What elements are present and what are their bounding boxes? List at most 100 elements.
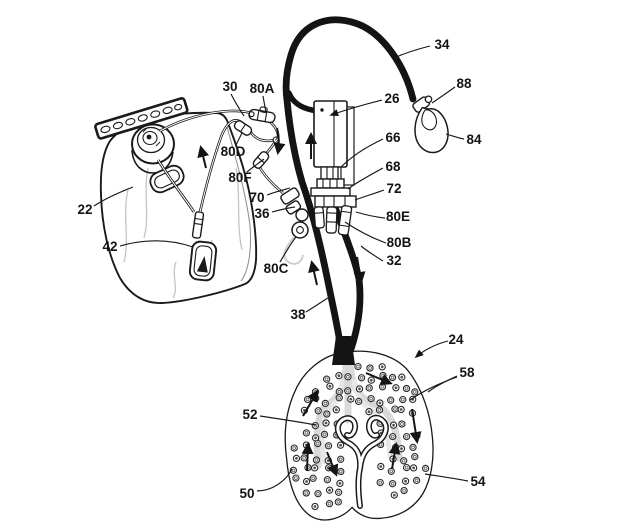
pad-hole-center bbox=[393, 407, 397, 411]
pad-hole-center bbox=[314, 436, 317, 440]
pad-hole-center bbox=[328, 384, 332, 388]
pad-hole bbox=[314, 407, 322, 415]
label-72: 72 bbox=[386, 181, 401, 196]
bag-flap bbox=[149, 164, 185, 194]
pad-hole-center bbox=[379, 465, 383, 468]
pad-hole-center bbox=[339, 443, 342, 447]
pad-hole bbox=[302, 489, 310, 497]
label-26: 26 bbox=[384, 91, 400, 106]
valve-band-66-ribs bbox=[322, 179, 338, 188]
label-32: 32 bbox=[386, 253, 401, 268]
pad-hole-center bbox=[400, 422, 404, 426]
pad-hole-center bbox=[316, 491, 320, 496]
arch-tube-34 bbox=[282, 16, 417, 360]
flow-arrow-pad-right-down bbox=[353, 256, 366, 284]
leader-30 bbox=[230, 93, 245, 117]
label-80A: 80A bbox=[250, 81, 275, 96]
flow-arrow-pad-left-up bbox=[308, 260, 320, 286]
label-58: 58 bbox=[459, 365, 475, 380]
pad-hole-center bbox=[324, 412, 329, 416]
pad-hole bbox=[365, 384, 373, 392]
label-42: 42 bbox=[102, 239, 117, 254]
label-80D: 80D bbox=[221, 144, 246, 159]
flow-arrow bbox=[365, 372, 393, 386]
leader-22 bbox=[93, 186, 134, 207]
leader-70 bbox=[266, 187, 291, 196]
leader-42 bbox=[119, 240, 194, 248]
connector-ring bbox=[424, 95, 433, 104]
pad-hole bbox=[314, 439, 322, 448]
pad-hole bbox=[387, 467, 395, 475]
pad-hole-center bbox=[322, 432, 327, 437]
label-36: 36 bbox=[254, 206, 270, 221]
pad-hole-center bbox=[378, 480, 383, 485]
pad-hole-center bbox=[325, 477, 330, 482]
connector-bands bbox=[194, 217, 203, 226]
pad-hole-center bbox=[404, 479, 407, 483]
flap-inner bbox=[154, 169, 180, 189]
pad-hole bbox=[402, 432, 411, 441]
pad-hole-center bbox=[324, 421, 328, 425]
hanger-slot bbox=[162, 106, 173, 115]
pad-hole-center bbox=[380, 384, 385, 389]
pad-hole bbox=[402, 384, 411, 393]
leader-32 bbox=[360, 245, 384, 262]
leader-54 bbox=[424, 473, 469, 482]
port-80C-center bbox=[296, 226, 304, 234]
pad-hole-center bbox=[295, 457, 298, 460]
pad-hole-center bbox=[390, 434, 395, 439]
hanger-slot bbox=[137, 114, 148, 122]
dip-tube-upper-hollow bbox=[157, 159, 195, 213]
pad-hole-center bbox=[389, 469, 394, 474]
stub-band bbox=[339, 210, 352, 228]
pad-hole-center bbox=[402, 488, 406, 493]
leader-80B bbox=[344, 221, 387, 244]
stub-body bbox=[313, 206, 325, 229]
pad-hole bbox=[355, 397, 363, 406]
flow-arrow-down-valve bbox=[273, 127, 286, 155]
pad-hole-center bbox=[358, 387, 361, 391]
pad-hole bbox=[399, 395, 407, 404]
pad-hole-center bbox=[326, 459, 330, 463]
junction-ring bbox=[295, 208, 309, 222]
label-50: 50 bbox=[239, 486, 254, 501]
bulb-assembly bbox=[412, 95, 449, 154]
bulb-inner-loop bbox=[421, 109, 437, 131]
pad-hole-center bbox=[324, 377, 329, 382]
leader-52 bbox=[259, 415, 317, 426]
cap-hatch bbox=[142, 127, 161, 147]
flow-arrow bbox=[409, 408, 422, 444]
pad-flow-arrows bbox=[301, 372, 422, 477]
valve-stub-80B bbox=[325, 206, 338, 234]
label-80C: 80C bbox=[264, 261, 289, 276]
leader-36 bbox=[271, 206, 296, 213]
weight-inner bbox=[193, 245, 213, 277]
pad-hole-center bbox=[404, 386, 409, 391]
label-38: 38 bbox=[290, 307, 306, 322]
bag-inner-edge bbox=[226, 126, 251, 282]
pad-hole bbox=[375, 406, 384, 414]
leader-80F bbox=[246, 158, 265, 173]
pad-hole bbox=[379, 371, 387, 380]
pad-hole-center bbox=[404, 434, 409, 439]
pad-hole-center bbox=[369, 396, 373, 401]
cleft-white bbox=[336, 416, 362, 508]
pad-hole-center bbox=[367, 386, 372, 390]
cap-collar bbox=[131, 149, 174, 174]
pad-hole bbox=[409, 443, 417, 452]
pad-hole-center bbox=[411, 445, 415, 450]
pad-hole-center bbox=[304, 491, 309, 495]
valve-stub-80E bbox=[337, 205, 353, 236]
label-88: 88 bbox=[456, 76, 472, 91]
fitting-band bbox=[257, 156, 265, 164]
pad-hole-center bbox=[401, 458, 406, 463]
stub-band bbox=[314, 212, 324, 214]
cap-ring bbox=[136, 126, 166, 154]
pad-hole bbox=[398, 420, 406, 428]
pad-hole bbox=[311, 422, 319, 430]
pad-hole bbox=[388, 373, 397, 382]
pad-hole-center bbox=[346, 374, 350, 379]
pad-hole bbox=[402, 463, 411, 472]
fitting-band bbox=[240, 123, 246, 133]
pad-hole-center bbox=[337, 395, 342, 400]
